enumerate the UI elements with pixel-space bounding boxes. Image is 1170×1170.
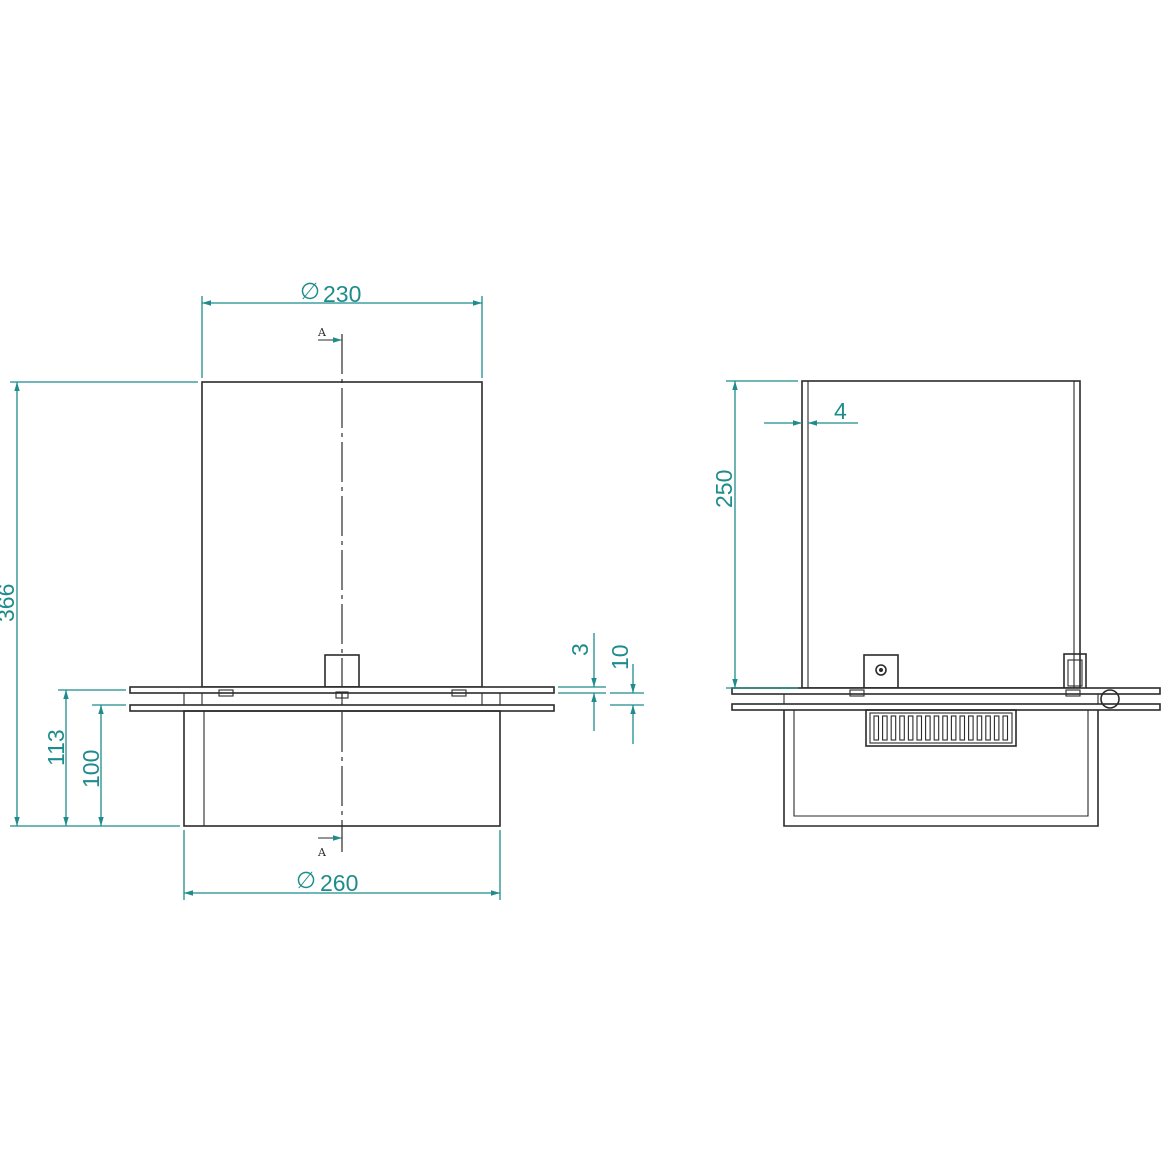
dim-366-label: 366 (0, 584, 19, 622)
vent-slot (950, 715, 957, 741)
vent-slot (882, 715, 888, 741)
side-vent-grille (865, 709, 1017, 747)
dim-3-label: 3 (567, 643, 593, 656)
section-mark-top: A (317, 326, 327, 339)
dim-bottom-diameter-symbol: ∅ (296, 867, 316, 893)
vent-slot (925, 715, 931, 741)
vent-slot (933, 715, 940, 741)
vent-slot (916, 715, 923, 741)
vent-slot (873, 715, 880, 741)
dim-top-diameter-label: 230 (323, 281, 361, 307)
side-foot-left (849, 689, 865, 697)
dim-10-label: 10 (607, 644, 633, 670)
vent-slot (1002, 715, 1009, 741)
front-foot-right (451, 689, 467, 697)
side-foot-right (1065, 689, 1081, 697)
front-view: A A ∅ 230 ∅ 260 366 (0, 278, 644, 900)
front-foot-center (335, 691, 349, 699)
section-mark-bottom: A (317, 846, 327, 859)
side-glass-plate-top (731, 687, 1161, 695)
vent-slot (968, 715, 974, 741)
vent-slot (942, 715, 948, 741)
side-glass-plate-bottom (731, 703, 1161, 711)
front-foot-left (218, 689, 234, 697)
side-lower-frame (783, 710, 1099, 827)
front-glass-plate-bottom (129, 704, 555, 712)
dim-top-diameter-symbol: ∅ (300, 278, 320, 304)
dim-bottom-diameter-label: 260 (320, 870, 358, 896)
dim-250-label: 250 (711, 470, 737, 508)
vent-slot (907, 715, 914, 741)
vent-slot (890, 715, 897, 741)
vent-slot (899, 715, 905, 741)
vent-slot (976, 715, 983, 741)
side-view: 4 250 (711, 380, 1161, 827)
side-lower-frame-inner (793, 710, 1089, 817)
vent-slot (959, 715, 966, 741)
vent-slot (993, 715, 1000, 741)
front-lower-housing (183, 710, 501, 827)
dim-4-label: 4 (834, 398, 847, 424)
vent-slot (985, 715, 991, 741)
side-clip-inner (1067, 659, 1083, 687)
dim-113-label: 113 (43, 729, 69, 766)
side-glass-panel (801, 380, 1081, 689)
side-burner-screw-center (879, 668, 883, 672)
side-burner-screw (875, 664, 887, 676)
side-round-knob (1100, 689, 1120, 709)
dim-100-label: 100 (78, 750, 104, 788)
